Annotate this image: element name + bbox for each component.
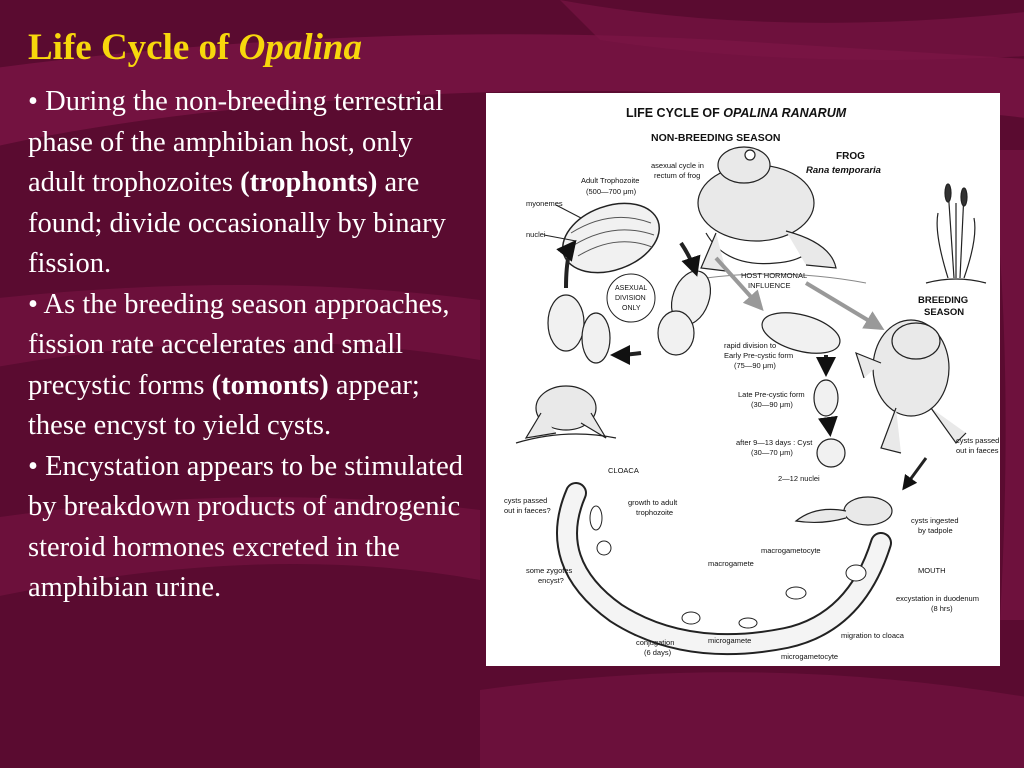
- bullet-text: As the breeding season approaches, fissi…: [28, 288, 450, 401]
- bullet-item: • During the non-breeding terrestrial ph…: [28, 82, 468, 285]
- bullet-item: • As the breeding season approaches, fis…: [28, 285, 468, 447]
- gut-forms-illustration: [589, 505, 867, 629]
- growth-label: growth to adult: [628, 498, 678, 507]
- water-line: [705, 273, 867, 284]
- figure-season-label: NON-BREEDING SEASON: [651, 132, 781, 144]
- mouth-label: MOUTH: [918, 566, 946, 575]
- conjugation-label: conjugation: [636, 638, 674, 647]
- cysts-faeces-label: out in faeces: [956, 446, 999, 455]
- asexual-cycle-label: asexual cycle in: [651, 161, 704, 170]
- reed-illustration: [925, 183, 987, 284]
- cloaca-label: CLOACA: [608, 466, 639, 475]
- tadpole-illustration: [794, 496, 893, 526]
- cycle-arrow: [610, 344, 642, 365]
- breeding-frog-illustration: [855, 319, 967, 454]
- cyst-label: after 9—13 days : Cyst: [736, 438, 813, 447]
- hormonal-arrow: [804, 281, 885, 331]
- bullet-bold-term: (tomonts): [211, 369, 329, 401]
- hormonal-label: HOST HORMONAL: [741, 271, 807, 280]
- nuclei-label: nuclei: [526, 230, 546, 239]
- background-swoosh: [0, 497, 480, 596]
- bullet-list: • During the non-breeding terrestrial ph…: [28, 82, 468, 609]
- excystation-label: (8 hrs): [931, 604, 953, 613]
- dividing-trophozoites-illustration: [547, 270, 712, 364]
- cycle-arrow: [817, 415, 838, 437]
- title-text: Life Cycle of: [28, 27, 239, 68]
- growth-label: trophozoite: [636, 508, 673, 517]
- cycle-arrow: [556, 239, 577, 289]
- asexual-division-label: ASEXUAL: [615, 285, 647, 292]
- cysts-faeces-label: cysts passed: [504, 496, 547, 505]
- cysts-faeces-label: cysts passed: [956, 436, 999, 445]
- microgamete-label: microgamete: [708, 636, 751, 645]
- bullet-marker: •: [28, 450, 38, 482]
- gut-tube-inner: [558, 484, 890, 654]
- bullet-text: are found; divide occasionally by binary…: [28, 167, 446, 279]
- background-swoosh: [990, 150, 1024, 620]
- small-frog-illustration: [515, 385, 617, 444]
- precystic-label: rapid division to: [724, 341, 776, 350]
- hormonal-arrow: [714, 256, 764, 311]
- bullet-item: • Encystation appears to be stimulated b…: [28, 447, 468, 609]
- myonemes-label: myonemes: [526, 199, 563, 208]
- zygotes-label: some zygotes: [526, 566, 573, 575]
- macrogametocyte-label: macrogametocyte: [761, 546, 821, 555]
- bullet-bold-term: (trophonts): [240, 167, 378, 198]
- hormonal-label: INFLUENCE: [748, 281, 791, 290]
- asexual-division-label: ONLY: [622, 305, 641, 312]
- precystic-forms-illustration: [761, 312, 846, 468]
- ingested-label: by tadpole: [918, 526, 953, 535]
- background-swoosh: [0, 34, 1024, 146]
- bullet-text: Encystation appears to be stimulated by …: [28, 450, 463, 604]
- asexual-division-badge: [606, 273, 656, 323]
- life-cycle-diagram: LIFE CYCLE OF OPALINA RANARUM NON-BREEDI…: [504, 106, 999, 661]
- background-swoosh: [0, 285, 480, 367]
- background-swoosh: [560, 0, 1024, 60]
- cyst-label: (30—70 μm): [751, 448, 793, 457]
- cysts-faeces-label: out in faeces?: [504, 506, 551, 515]
- life-cycle-figure: LIFE CYCLE OF OPALINA RANARUM NON-BREEDI…: [486, 93, 1000, 666]
- bullet-text: During the non-breeding terrestrial phas…: [28, 86, 444, 198]
- cycle-arrow: [902, 457, 928, 491]
- adult-trophozoite-label: (500—700 μm): [586, 187, 637, 196]
- breeding-label: SEASON: [924, 307, 964, 318]
- cyst-nuclei-label: 2—12 nuclei: [778, 474, 820, 483]
- frog-species-label: Rana temporaria: [806, 165, 881, 176]
- cycle-arrow: [679, 241, 701, 277]
- migration-label: migration to cloaca: [841, 631, 905, 640]
- excystation-label: excystation in duodenum: [896, 594, 979, 603]
- zygotes-label: encyst?: [538, 576, 564, 585]
- precystic-label: (75—90 μm): [734, 361, 776, 370]
- conjugation-label: (6 days): [644, 648, 672, 657]
- microgametocyte-label: microgametocyte: [781, 652, 838, 661]
- breeding-label: BREEDING: [918, 295, 968, 306]
- macrogamete-label: macrogamete: [708, 559, 754, 568]
- late-precystic-label: (30—90 μm): [751, 400, 793, 409]
- figure-heading: LIFE CYCLE OF OPALINA RANARUM: [626, 106, 847, 120]
- bullet-marker: •: [28, 288, 38, 320]
- slide-title: Life Cycle of Opalina: [28, 27, 362, 69]
- adult-trophozoite-illustration: [543, 202, 660, 274]
- background-swoosh: [480, 672, 1024, 768]
- frog-label: FROG: [836, 151, 865, 162]
- precystic-label: Early Pre-cystic form: [724, 351, 793, 360]
- asexual-division-label: DIVISION: [615, 295, 646, 302]
- ingested-label: cysts ingested: [911, 516, 959, 525]
- title-genus: Opalina: [238, 27, 362, 68]
- bullet-marker: •: [28, 86, 38, 117]
- late-precystic-label: Late Pre-cystic form: [738, 390, 805, 399]
- bullet-text: appear; these encyst to yield cysts.: [28, 369, 420, 442]
- adult-trophozoite-label: Adult Trophozoite: [581, 176, 639, 185]
- asexual-cycle-label: rectum of frog: [654, 171, 700, 180]
